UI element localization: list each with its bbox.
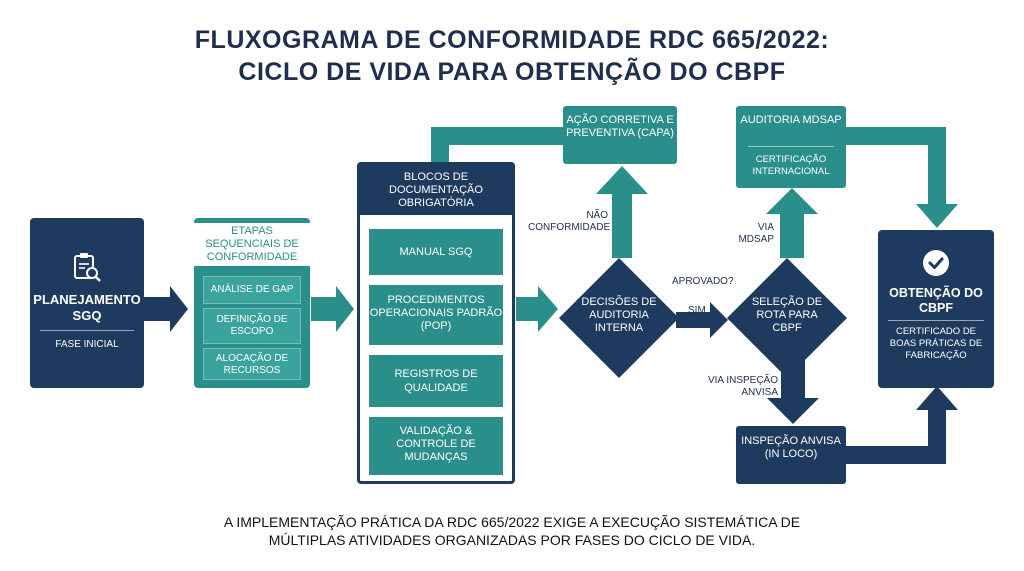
arrow-capa-loop: [431, 127, 563, 162]
bloco-registros: REGISTROS DE QUALIDADE: [369, 355, 503, 407]
planejamento-subtitle: FASE INICIAL: [55, 339, 119, 350]
planejamento-title: PLANEJAMENTO SGQ: [33, 292, 141, 323]
diagram-title-line-1: FLUXOGRAMA DE CONFORMIDADE RDC 665/2022:: [194, 26, 830, 54]
bloco-validacao: VALIDAÇÃO & CONTROLE DE MUDANÇAS: [369, 417, 503, 475]
selecao-diamond: [727, 258, 847, 378]
cbpf-divider: [888, 320, 984, 321]
sim-label: SIM: [688, 305, 706, 316]
arrow-mdsap-line: [845, 127, 946, 212]
anvisa-box: INSPEÇÃO ANVISA (IN LOCO): [736, 426, 846, 484]
arrow-blocos-decisoes: [516, 286, 558, 332]
blocos-title: BLOCOS DE DOCUMENTAÇÃO OBRIGATÓRIA: [360, 165, 512, 215]
via-inspecao-label: VIA INSPEÇÃO ANVISA: [707, 375, 778, 398]
arrow-selecao-anvisa: [767, 360, 819, 424]
decisoes-label: DECISÕES DE AUDITORIA INTERNA: [581, 296, 657, 334]
arrow-anvisa-cbpf-head: [916, 386, 958, 410]
cbpf-title: OBTENÇÃO DO CBPF: [889, 286, 983, 315]
etapa-item-3: ALOCAÇÃO DE RECURSOS: [203, 348, 301, 380]
aprovado-label: APROVADO?: [672, 276, 734, 287]
planejamento-divider: [40, 330, 134, 331]
etapas-box: ETAPAS SEQUENCIAIS DE CONFORMIDADE ANÁLI…: [194, 218, 310, 388]
clipboard-search-icon: [74, 253, 101, 282]
decisoes-diamond: [559, 258, 679, 378]
cbpf-subtitle: CERTIFICADO DE BOAS PRÁTICAS DE FABRICAÇ…: [889, 326, 983, 361]
blocos-box: BLOCOS DE DOCUMENTAÇÃO OBRIGATÓRIA MANUA…: [357, 162, 515, 484]
cbpf-box: OBTENÇÃO DO CBPF CERTIFICADO DE BOAS PRÁ…: [878, 230, 994, 388]
mdsap-subtitle: CERTIFICAÇÃO INTERNACIONAL: [752, 154, 830, 177]
arrow-mdsap-cbpf-head: [916, 204, 958, 228]
bloco-manual-sgq: MANUAL SGQ: [369, 229, 503, 275]
etapa-item-2: DEFINIÇÃO DE ESCOPO: [203, 308, 301, 344]
etapa-item-1: ANÁLISE DE GAP: [203, 276, 301, 304]
arrow-decisoes-capa: [596, 166, 648, 258]
caption-line-1: A IMPLEMENTAÇÃO PRÁTICA DA RDC 665/2022 …: [223, 514, 801, 530]
bloco-pop: PROCEDIMENTOS OPERACIONAIS PADRÃO (POP): [369, 285, 503, 345]
planejamento-box: PLANEJAMENTO SGQ FASE INICIAL: [30, 218, 144, 388]
check-circle-icon: [923, 250, 949, 276]
mdsap-divider: [748, 146, 834, 147]
arrow-decisoes-selecao: [676, 302, 728, 338]
capa-box: AÇÃO CORRETIVA E PREVENTIVA (CAPA): [563, 106, 677, 164]
arrow-selecao-mdsap: [766, 188, 818, 258]
arrow-etapas-blocos: [311, 286, 354, 332]
selecao-label: SELEÇÃO DE ROTA PARA CBPF: [751, 296, 823, 334]
caption-line-2: MÚLTIPLAS ATIVIDADES ORGANIZADAS POR FAS…: [268, 532, 756, 548]
nao-conformidade-label: NÃO CONFORMIDADE: [528, 210, 611, 233]
mdsap-box: AUDITORIA MDSAP CERTIFICAÇÃO INTERNACION…: [736, 106, 846, 188]
via-mdsap-label: VIA MDSAP: [738, 222, 774, 245]
arrow-anvisa-line: [845, 404, 946, 464]
diagram-title-line-2: CICLO DE VIDA PARA OBTENÇÃO DO CBPF: [238, 58, 786, 86]
etapas-title: ETAPAS SEQUENCIAIS DE CONFORMIDADE: [194, 223, 310, 266]
mdsap-title: AUDITORIA MDSAP: [740, 114, 842, 126]
arrow-planejamento-etapas: [143, 286, 188, 332]
